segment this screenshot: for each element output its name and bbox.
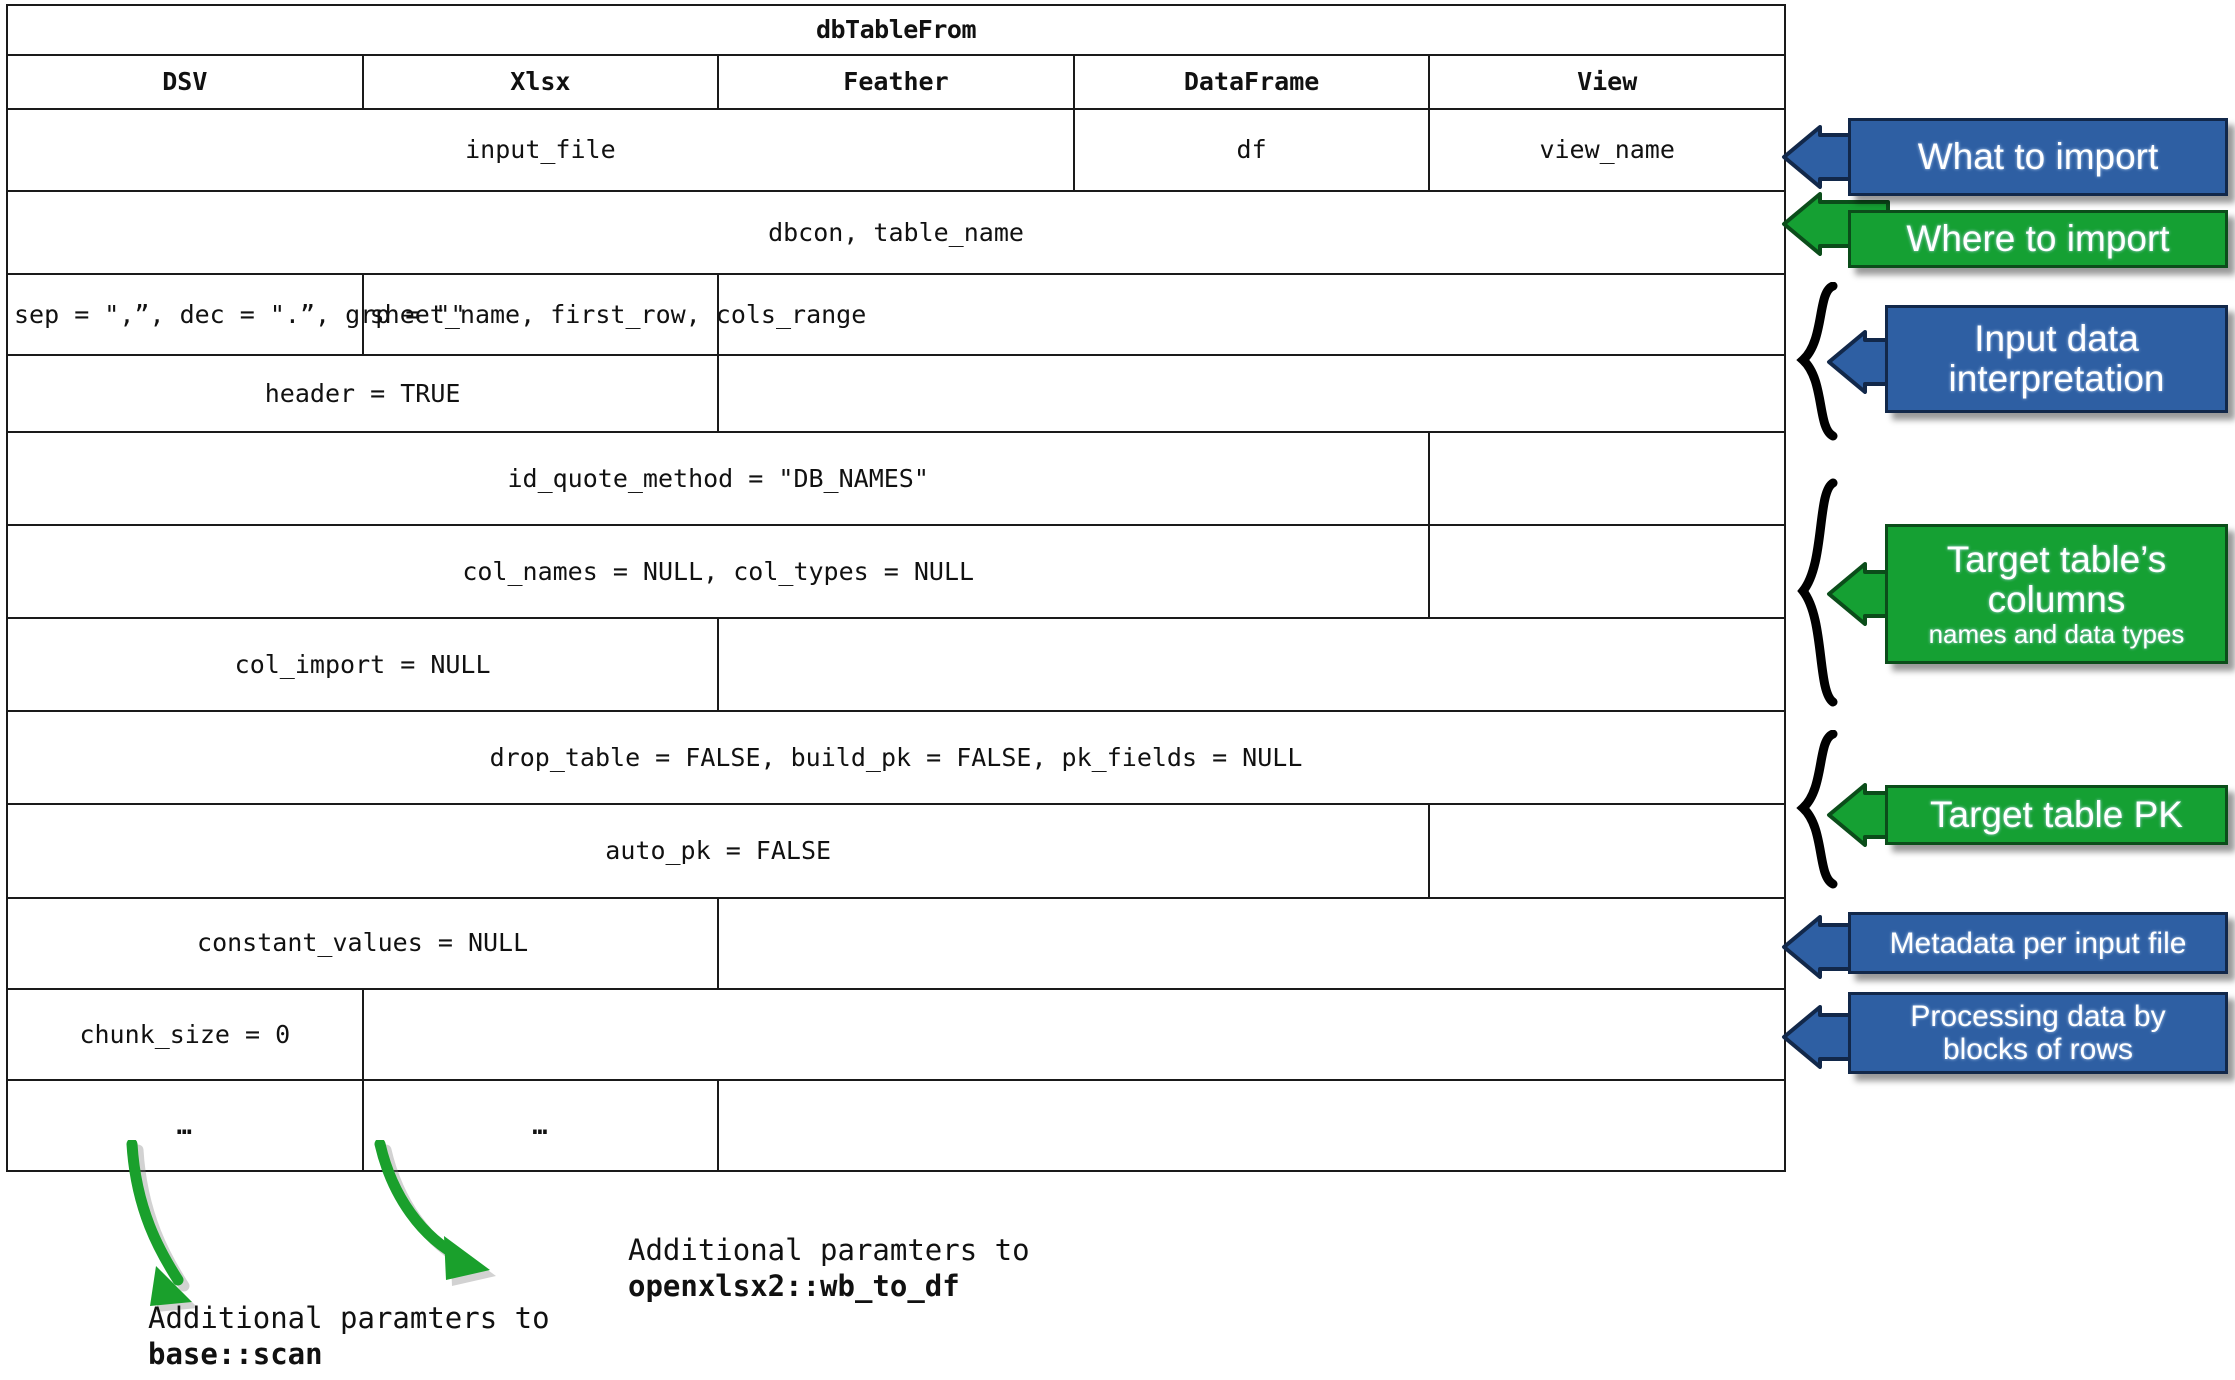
cell-disabled [1428,430,1786,526]
note-wb-to-df: Additional paramters to openxlsx2::wb_to… [628,1232,1030,1305]
note-line2: openxlsx2::wb_to_df [628,1269,960,1304]
column-header-dsv: DSV [6,53,364,110]
note-line1: Additional paramters to [148,1301,550,1335]
callout-label: What to import [1917,136,2159,178]
callout-label-line2: interpretation [1948,358,2165,399]
callout-target-table-pk[interactable]: Target table PK [1885,785,2228,845]
callout-label-line1: Processing data by [1910,1000,2166,1033]
cell-disabled [361,987,1787,1081]
table-row: dbcon, table_name [6,190,1786,276]
table-header-row: DSV Xlsx Feather DataFrame View [6,53,1786,110]
table-row: col_import = NULL [5,616,1786,713]
callout-label-line2: columns [1987,578,2126,620]
callout-label: Metadata per input file [1889,926,2187,960]
table-row: header = TRUE [5,353,1786,433]
callout-where-to-import[interactable]: Where to import [1848,210,2228,268]
callout-metadata-per-input-file[interactable]: Metadata per input file [1848,912,2228,974]
table-row: auto_pk = FALSE [5,803,1786,899]
cell-disabled [1428,803,1786,899]
cell-sheet-params: sheet_name, first_row, cols_range [361,273,866,356]
cell-sep-dec-grp: sep = ",”, dec = ".”, grp = "" [6,273,466,356]
callout-what-to-import[interactable]: What to import [1848,118,2228,196]
note-line2: base::scan [148,1337,323,1372]
callout-label: Where to import [1906,218,2170,260]
column-header-view: View [1428,53,1786,110]
cell-disabled [1428,523,1786,619]
parameter-matrix: dbTableFrom DSV Xlsx Feather DataFrame V… [5,4,1787,1173]
cell-dbcon-table-name: dbcon, table_name [6,190,1786,276]
cell-disabled [717,1078,1786,1173]
brace-target-table-columns [1797,478,1838,707]
note-line1: Additional paramters to [628,1233,1030,1267]
cell-chunk-size: chunk_size = 0 [6,987,364,1081]
brace-input-data-interpretation [1796,282,1838,441]
column-header-xlsx: Xlsx [361,53,720,110]
callout-processing-data-by-blocks[interactable]: Processing data by blocks of rows [1848,992,2228,1074]
table-row: constant_values = NULL [5,896,1786,990]
cell-view-name: view_name [1428,107,1786,193]
column-header-feather: Feather [717,53,1075,110]
callout-sublabel: names and data types [1928,618,2185,649]
column-header-dataframe: DataFrame [1072,53,1431,110]
table-row: input_file df view_name [6,107,1786,193]
cell-disabled [717,616,1786,713]
cell-more-dsv: … [6,1078,364,1173]
callout-target-table-columns[interactable]: Target table’s columns names and data ty… [1885,524,2228,664]
cell-constant-values: constant_values = NULL [5,896,720,990]
cell-header-true: header = TRUE [5,353,720,433]
cell-drop-build-pk: drop_table = FALSE, build_pk = FALSE, pk… [6,710,1786,806]
cell-disabled [717,896,1786,990]
curved-arrow-to-wbtodf-note [374,1140,496,1286]
table-row: … … [6,1078,1786,1173]
table-title-row: dbTableFrom [6,4,1786,56]
table-body: dbTableFrom DSV Xlsx Feather DataFrame V… [5,4,1787,1173]
table-row: col_names = NULL, col_types = NULL [5,523,1786,619]
brace-target-table-pk [1796,730,1838,889]
note-base-scan: Additional paramters to base::scan [148,1300,550,1373]
cell-df: df [1072,107,1431,193]
callout-label-line1: Input data [1974,318,2139,360]
cell-disabled [717,273,1786,356]
callout-input-data-interpretation[interactable]: Input data interpretation [1885,305,2228,413]
callout-label-line2: blocks of rows [1942,1033,2134,1066]
callout-label-line1: Target table’s [1946,538,2167,580]
cell-id-quote-method: id_quote_method = "DB_NAMES" [5,430,1431,526]
table-row: drop_table = FALSE, build_pk = FALSE, pk… [6,710,1786,806]
table-row: sep = ",”, dec = ".”, grp = "" sheet_nam… [6,273,1786,356]
curved-arrow-to-scan-note [126,1140,198,1312]
table-row: id_quote_method = "DB_NAMES" [5,430,1786,526]
parameter-table: dbTableFrom DSV Xlsx Feather DataFrame V… [5,4,1787,1173]
cell-col-import: col_import = NULL [5,616,720,713]
cell-auto-pk: auto_pk = FALSE [5,803,1431,899]
cell-more-xlsx: … [361,1078,720,1173]
cell-col-names-types: col_names = NULL, col_types = NULL [5,523,1431,619]
table-row: chunk_size = 0 [6,987,1787,1081]
cell-input-file: input_file [6,107,1075,193]
cell-disabled [717,353,1786,433]
diagram-title: dbTableFrom [6,4,1786,56]
callout-label: Target table PK [1930,794,2183,836]
